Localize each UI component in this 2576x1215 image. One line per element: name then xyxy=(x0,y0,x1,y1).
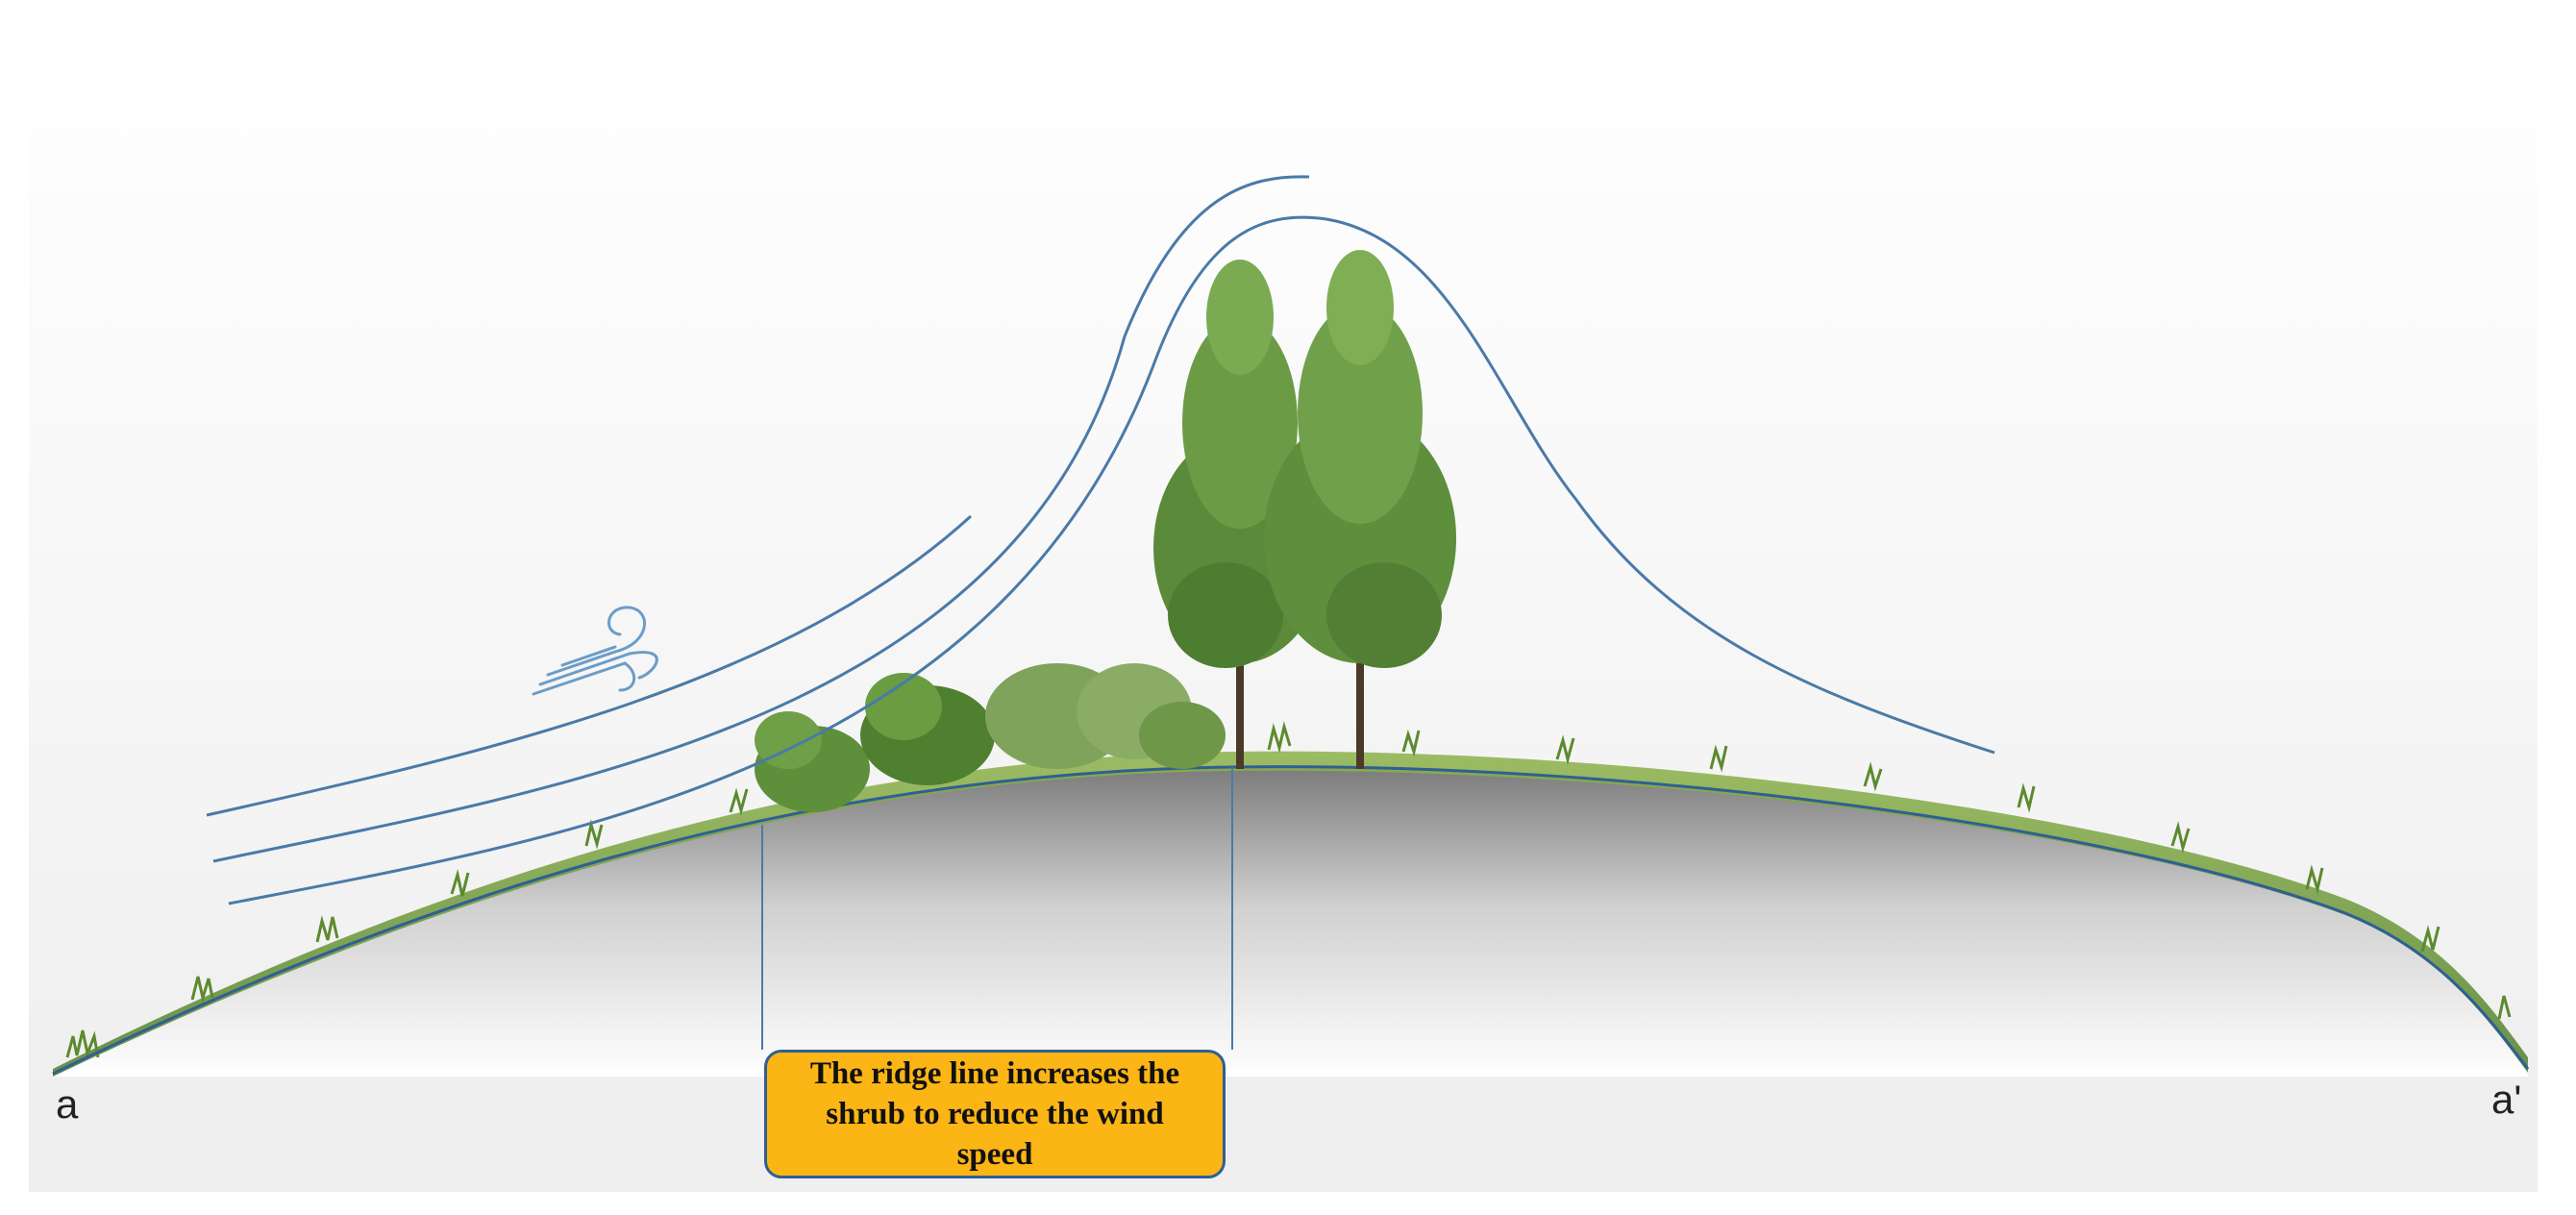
callout-text: The ridge line increases the shrub to re… xyxy=(809,1056,1180,1172)
ridge-line xyxy=(52,765,2530,1076)
ground-strip xyxy=(29,1077,2538,1192)
section-start-label: a xyxy=(56,1081,79,1127)
wind-flow-lines xyxy=(206,175,1995,905)
section-end-label: a' xyxy=(2491,1077,2522,1122)
tall-tree-icon xyxy=(1153,250,1456,769)
wind-icon xyxy=(532,606,658,696)
callout-box: The ridge line increases the shrub to re… xyxy=(764,1050,1226,1178)
grass-band xyxy=(53,721,2528,1077)
shrub-icon xyxy=(755,663,1226,812)
